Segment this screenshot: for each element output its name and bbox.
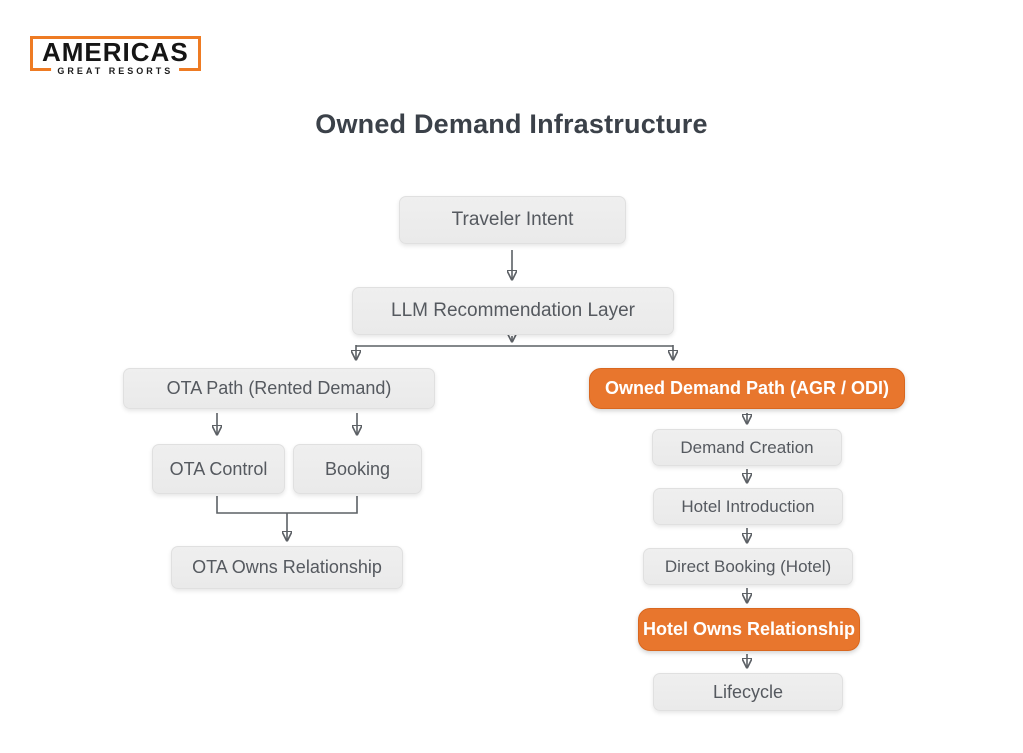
node-demand-creation: Demand Creation xyxy=(652,429,842,466)
node-hotel-introduction: Hotel Introduction xyxy=(653,488,843,525)
node-traveler-intent: Traveler Intent xyxy=(399,196,626,244)
node-ota-owns-relationship: OTA Owns Relationship xyxy=(171,546,403,589)
page-title: Owned Demand Infrastructure xyxy=(315,109,708,139)
node-ota-path: OTA Path (Rented Demand) xyxy=(123,368,435,409)
logo: AMERICAS GREAT RESORTS xyxy=(30,36,201,77)
logo-frame: AMERICAS GREAT RESORTS xyxy=(30,36,201,77)
node-owned-demand-path: Owned Demand Path (AGR / ODI) xyxy=(589,368,905,409)
node-direct-booking: Direct Booking (Hotel) xyxy=(643,548,853,585)
node-booking: Booking xyxy=(293,444,422,494)
node-ota-control: OTA Control xyxy=(152,444,285,494)
node-llm-recommendation-layer: LLM Recommendation Layer xyxy=(352,287,674,335)
node-hotel-owns-relationship: Hotel Owns Relationship xyxy=(638,608,860,651)
logo-secondary-text: GREAT RESORTS xyxy=(51,66,180,77)
merge-rail xyxy=(216,496,358,514)
logo-primary-text: AMERICAS xyxy=(42,37,189,67)
node-lifecycle: Lifecycle xyxy=(653,673,843,711)
